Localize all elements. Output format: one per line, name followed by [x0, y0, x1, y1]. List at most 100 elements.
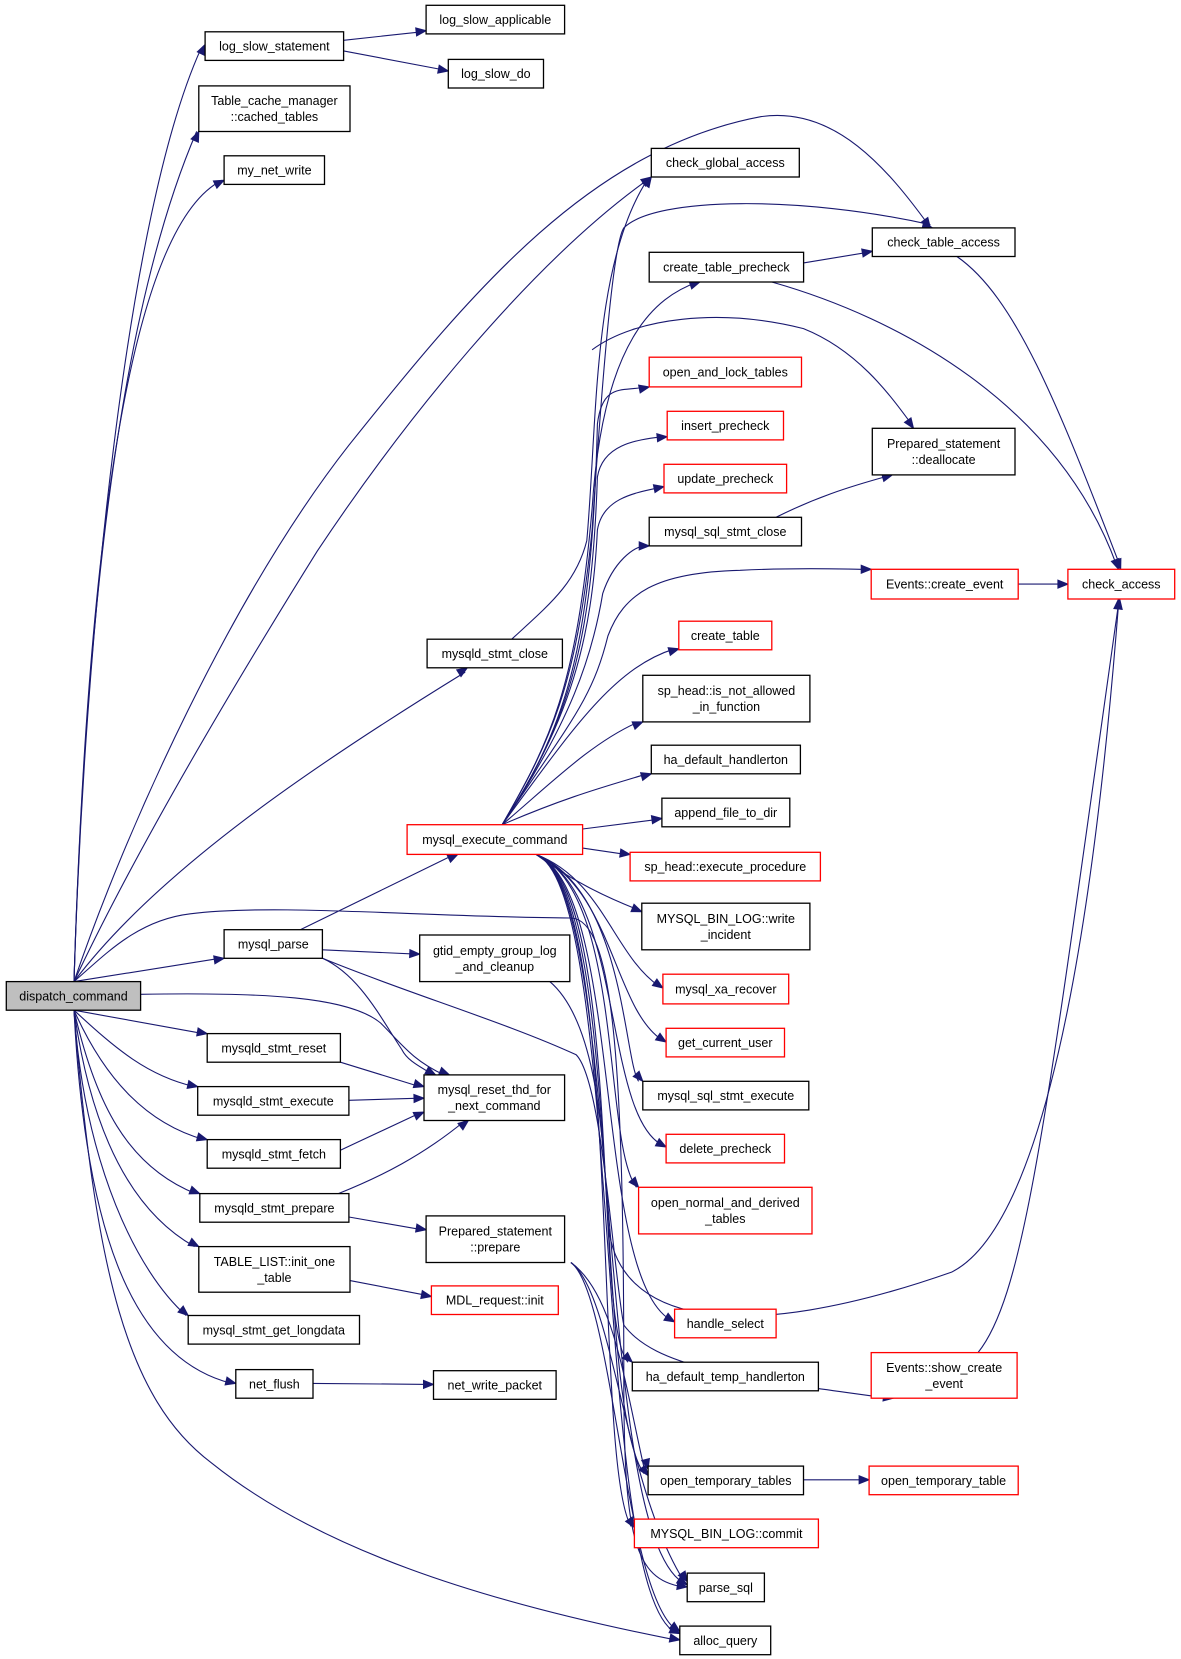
arrowhead-icon [903, 416, 915, 430]
node-mysqld-stmt-execute[interactable]: mysqld_stmt_execute [197, 1085, 350, 1116]
node-label: create_table_precheck [663, 261, 790, 275]
node-mdl-request-init[interactable]: MDL_request::init [430, 1285, 559, 1316]
node-box [425, 1215, 566, 1264]
node-events-create-event[interactable]: Events::create_event [870, 568, 1019, 600]
node-log-slow-applicable[interactable]: log_slow_applicable [425, 4, 566, 35]
node-open-temporary-table[interactable]: open_temporary_table [868, 1465, 1019, 1496]
call-edge-line [771, 281, 1118, 566]
node-label: _incident [700, 928, 752, 942]
node-mysql-reset-thd[interactable]: mysql_reset_thd_for_next_command [423, 1074, 566, 1122]
call-edge [343, 27, 428, 41]
node-gtid-empty-group[interactable]: gtid_empty_group_log_and_cleanup [419, 934, 571, 983]
node-box [648, 251, 805, 283]
node-ps-prepare[interactable]: Prepared_statement::prepare [425, 1215, 566, 1264]
node-parse-sql[interactable]: parse_sql [686, 1572, 766, 1603]
node-box [642, 1080, 810, 1111]
node-create-table[interactable]: create_table [678, 620, 773, 651]
node-insert-precheck[interactable]: insert_precheck [666, 410, 785, 441]
arrowhead-icon [423, 1379, 435, 1390]
node-label: TABLE_LIST::init_one [214, 1255, 335, 1269]
call-edge-line [535, 853, 640, 1082]
node-box [868, 1465, 1019, 1496]
node-open-normal-and-derived[interactable]: open_normal_and_derived_tables [637, 1186, 813, 1235]
arrowhead-icon [639, 772, 653, 782]
node-tcm-cached-tables[interactable]: Table_cache_manager::cached_tables [198, 85, 351, 133]
node-log-slow-do[interactable]: log_slow_do [447, 58, 545, 89]
call-edge [73, 909, 689, 1591]
arrowhead-icon [632, 1070, 644, 1083]
node-binlog-write-incident[interactable]: MYSQL_BIN_LOG::write_incident [641, 902, 811, 951]
node-events-show-create[interactable]: Events::show_create_event [870, 1351, 1018, 1399]
node-mysql-parse[interactable]: mysql_parse [223, 929, 324, 959]
node-label: MDL_request::init [446, 1294, 544, 1308]
node-box [430, 1285, 559, 1316]
arrowhead-icon [213, 955, 226, 965]
node-box [199, 1192, 350, 1223]
node-mysql-xa-recover[interactable]: mysql_xa_recover [662, 973, 790, 1005]
node-mysqld-stmt-fetch[interactable]: mysqld_stmt_fetch [206, 1138, 342, 1169]
node-sp-head-not-allowed[interactable]: sp_head::is_not_allowed_in_function [642, 674, 811, 723]
node-create-table-precheck[interactable]: create_table_precheck [648, 251, 805, 283]
node-label: Events::create_event [886, 578, 1004, 592]
node-check-table-access[interactable]: check_table_access [871, 227, 1016, 258]
call-edge [591, 317, 915, 430]
call-edge [582, 847, 632, 858]
node-check-access[interactable]: check_access [1067, 568, 1176, 600]
call-edge-line [501, 545, 646, 826]
node-box [223, 155, 326, 186]
arrowhead-icon [654, 1137, 668, 1148]
node-ps-deallocate[interactable]: Prepared_statement::deallocate [871, 427, 1016, 476]
node-mysql-stmt-get-longdata[interactable]: mysql_stmt_get_longdata [187, 1314, 361, 1345]
call-edge [73, 43, 206, 982]
arrowhead-icon [412, 1111, 426, 1121]
node-label: dispatch_command [19, 989, 127, 1003]
node-box [426, 638, 564, 669]
node-mysqld-stmt-reset[interactable]: mysqld_stmt_reset [206, 1032, 342, 1063]
node-get-current-user[interactable]: get_current_user [665, 1027, 786, 1058]
node-mysqld-stmt-prepare[interactable]: mysqld_stmt_prepare [199, 1192, 350, 1223]
node-handle-select[interactable]: handle_select [673, 1308, 777, 1339]
node-mysql-sql-stmt-close[interactable]: mysql_sql_stmt_close [648, 516, 803, 547]
node-log-slow-statement[interactable]: log_slow_statement [204, 31, 345, 62]
node-open-temporary-tables[interactable]: open_temporary_tables [647, 1465, 805, 1496]
node-append-file-to-dir[interactable]: append_file_to_dir [661, 797, 791, 828]
node-my-net-write[interactable]: my_net_write [223, 155, 326, 186]
node-delete-precheck[interactable]: delete_precheck [665, 1133, 786, 1164]
node-label: mysqld_stmt_reset [221, 1041, 326, 1055]
node-ha-default-handlerton[interactable]: ha_default_handlerton [650, 744, 802, 775]
call-edge [535, 853, 668, 1148]
arrowhead-icon [641, 175, 653, 189]
node-mysql-sql-stmt-execute[interactable]: mysql_sql_stmt_execute [642, 1080, 810, 1111]
arrowhead-icon [663, 1312, 676, 1323]
arrowhead-icon [624, 1516, 636, 1529]
call-edge [501, 564, 873, 826]
node-binlog-commit[interactable]: MYSQL_BIN_LOG::commit [633, 1518, 820, 1549]
call-edge-line [322, 949, 416, 955]
node-dispatch-command[interactable]: dispatch_command [5, 980, 142, 1011]
node-label: mysql_sql_stmt_close [664, 525, 786, 539]
node-alloc-query[interactable]: alloc_query [679, 1625, 772, 1656]
node-ha-default-temp-handlerton[interactable]: ha_default_temp_handlerton [631, 1361, 820, 1392]
node-update-precheck[interactable]: update_precheck [663, 463, 788, 494]
node-box [661, 797, 791, 828]
call-edge-line [73, 114, 929, 982]
node-label: gtid_empty_group_log [433, 944, 557, 958]
node-label: get_current_user [678, 1036, 773, 1050]
node-mysql-execute-command[interactable]: mysql_execute_command [406, 824, 584, 856]
node-check-global-access[interactable]: check_global_access [650, 147, 800, 178]
node-net-write-packet[interactable]: net_write_packet [432, 1370, 557, 1400]
node-label: mysqld_stmt_execute [213, 1094, 334, 1108]
arrowhead-icon [675, 1575, 689, 1586]
node-open-and-lock-tables[interactable]: open_and_lock_tables [648, 356, 803, 388]
node-box [678, 620, 773, 651]
call-edge [501, 484, 666, 826]
node-box [423, 1074, 566, 1122]
node-net-flush[interactable]: net_flush [235, 1368, 314, 1399]
call-edge [73, 1009, 209, 1142]
node-sp-head-execute-procedure[interactable]: sp_head::execute_procedure [629, 851, 822, 882]
arrowhead-icon [415, 27, 428, 37]
node-table-list-init[interactable]: TABLE_LIST::init_one_table [198, 1245, 351, 1293]
call-edge [348, 1093, 426, 1104]
node-mysqld-stmt-close[interactable]: mysqld_stmt_close [426, 638, 564, 669]
node-box [665, 1027, 786, 1058]
